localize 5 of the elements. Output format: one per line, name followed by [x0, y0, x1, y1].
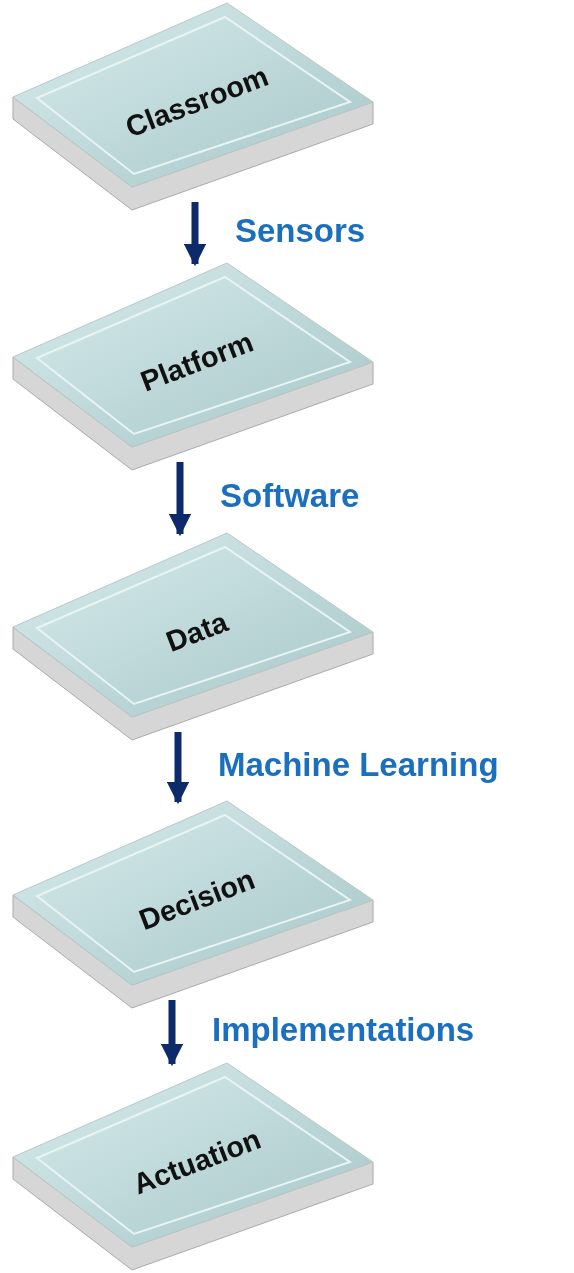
node-label: Data — [161, 605, 233, 659]
arrow — [183, 202, 207, 267]
arrow — [160, 1000, 184, 1067]
arrow — [168, 462, 192, 537]
arrow — [166, 732, 190, 805]
